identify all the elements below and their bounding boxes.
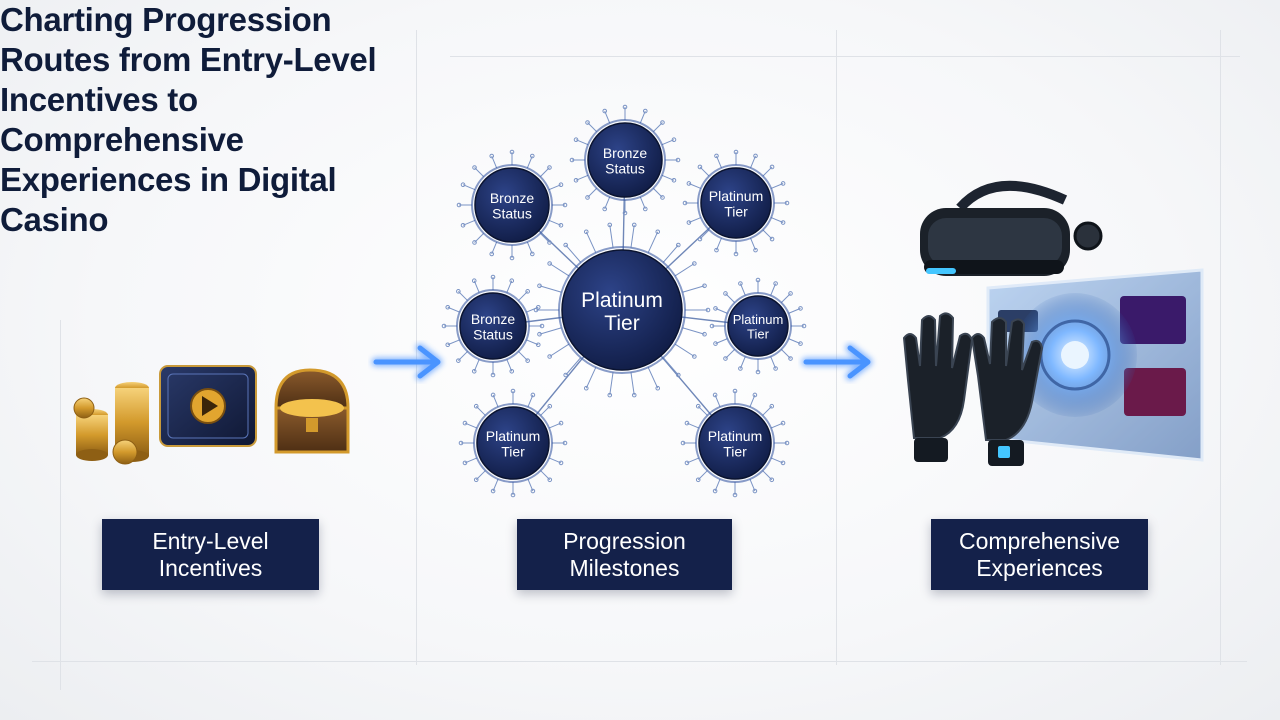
grid-line: [450, 56, 1240, 57]
node-circuit-rays: [680, 388, 790, 498]
node-label-line1: Bronze: [603, 145, 648, 161]
right-arrow-icon: [801, 343, 873, 381]
node-label-line1: Platinum: [581, 289, 663, 312]
grid-line: [32, 661, 1247, 662]
entry-incentives-illustration: [73, 365, 350, 465]
progression-network: BronzeStatusBronzeStatusPlatinumTierBron…: [441, 104, 807, 498]
grid-line: [1220, 30, 1221, 665]
holographic-screen-icon: [986, 268, 1204, 462]
node-label-line2: Status: [605, 160, 645, 176]
grid-line: [836, 30, 837, 665]
node-circuit-rays: [709, 277, 807, 375]
node-label-line1: Platinum: [486, 428, 540, 444]
stage-label-comprehensive: Comprehensive Experiences: [931, 519, 1148, 590]
node-label-line2: Tier: [604, 312, 639, 335]
page-title: Charting Progression Routes from Entry-L…: [0, 1, 377, 238]
video-card-icon: [159, 365, 257, 447]
node-circuit-rays: [456, 149, 568, 261]
node-label-line1: Platinum: [708, 428, 762, 444]
node-label-line2: Status: [492, 205, 532, 221]
stage-label-progression: Progression Milestones: [517, 519, 732, 590]
right-arrow-icon: [371, 343, 443, 381]
stage-label-entry-level: Entry-Level Incentives: [102, 519, 319, 590]
node-label-line2: Tier: [724, 203, 748, 219]
node-circuit-rays: [682, 149, 790, 257]
node-circuit-rays: [458, 388, 568, 498]
node-circuit-rays: [569, 104, 681, 216]
haptic-gloves-icon: [902, 312, 1044, 466]
node-label-line2: Status: [473, 326, 513, 342]
node-label-line1: Platinum: [733, 312, 784, 327]
node-label-line1: Bronze: [490, 190, 535, 206]
treasure-chest-icon: [274, 368, 350, 454]
node-label-line2: Tier: [501, 443, 525, 459]
grid-line: [60, 320, 61, 690]
node-label-line1: Bronze: [471, 311, 516, 327]
node-circuit-rays: [533, 222, 711, 398]
comprehensive-experiences-illustration: [902, 180, 1204, 466]
node-label-line2: Tier: [747, 326, 770, 341]
coins-stack-icon: [73, 382, 149, 465]
vr-headset-icon: [920, 180, 1103, 276]
node-circuit-rays: [441, 274, 545, 378]
node-label-line1: Platinum: [709, 188, 763, 204]
node-label-line2: Tier: [723, 443, 747, 459]
